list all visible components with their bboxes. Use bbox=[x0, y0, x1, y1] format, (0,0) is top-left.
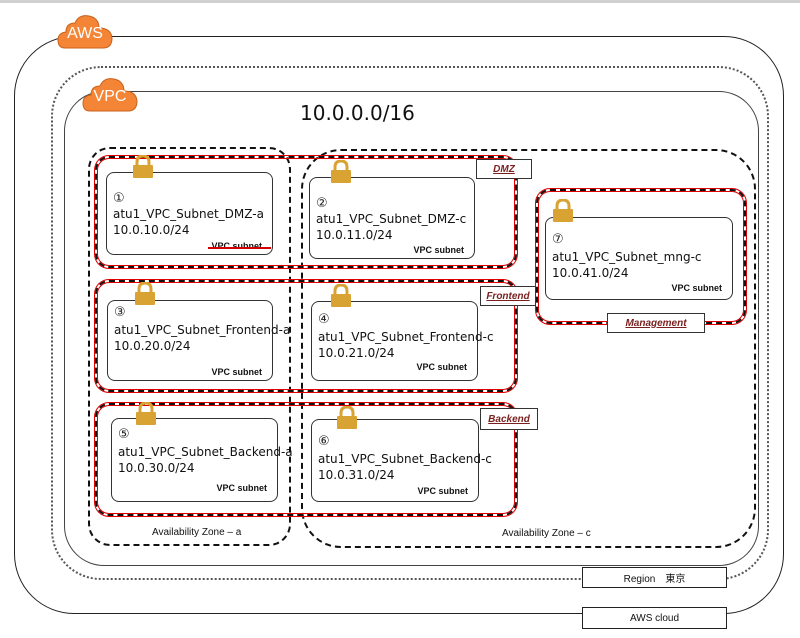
lock-icon bbox=[135, 282, 155, 305]
subnet-frontend-a[interactable]: ③ atu1_VPC_Subnet_Frontend-a 10.0.20.0/2… bbox=[107, 300, 290, 381]
lock-icon bbox=[337, 406, 357, 429]
aws-cloud-badge: AWS bbox=[57, 12, 113, 50]
subnet-backend-c[interactable]: ⑥ atu1_VPC_Subnet_Backend-c 10.0.31.0/24… bbox=[311, 419, 492, 502]
subnet-cidr: 10.0.10.0/24 bbox=[113, 223, 190, 237]
subnet-number: ① bbox=[113, 191, 125, 206]
cloud-icon bbox=[82, 78, 138, 112]
window-top-border bbox=[0, 0, 800, 3]
subnet-number: ② bbox=[316, 196, 328, 211]
tier-tag-dmz: DMZ bbox=[476, 159, 532, 179]
subnet-number: ⑥ bbox=[318, 434, 330, 449]
subnet-dmz-a[interactable]: ① atu1_VPC_Subnet_DMZ-a 10.0.10.0/24 VPC… bbox=[106, 172, 273, 255]
vpc-badge-label: VPC bbox=[93, 88, 127, 105]
vpc-boundary bbox=[64, 91, 759, 566]
subnet-mng-c[interactable]: ⑦ atu1_VPC_Subnet_mng-c 10.0.41.0/24 VPC… bbox=[545, 217, 733, 300]
tier-frontend bbox=[95, 280, 517, 392]
region-boundary bbox=[51, 66, 769, 580]
subnet-name: atu1_VPC_Subnet_Backend-a bbox=[118, 445, 293, 459]
az-c-label: Availability Zone – c bbox=[502, 528, 591, 539]
subnet-number: ⑦ bbox=[552, 232, 564, 247]
tier-tag-frontend: Frontend bbox=[480, 286, 536, 306]
subnet-cidr: 10.0.30.0/24 bbox=[118, 461, 195, 475]
subnet-backend-a[interactable]: ⑤ atu1_VPC_Subnet_Backend-a 10.0.30.0/24… bbox=[111, 418, 293, 502]
tier-backend bbox=[95, 403, 517, 516]
lock-icon bbox=[553, 199, 573, 222]
subnet-label: VPC subnet bbox=[216, 483, 267, 493]
tier-dmz bbox=[95, 156, 517, 268]
subnet-cidr: 10.0.31.0/24 bbox=[318, 468, 395, 482]
aws-cloud-legend: AWS cloud bbox=[582, 607, 727, 629]
subnet-number: ④ bbox=[318, 312, 330, 327]
subnet-label: VPC subnet bbox=[211, 241, 262, 251]
subnet-name: atu1_VPC_Subnet_mng-c bbox=[552, 250, 702, 264]
red-underline-annotation bbox=[208, 247, 271, 249]
subnet-label: VPC subnet bbox=[413, 245, 464, 255]
tier-tag-backend: Backend bbox=[480, 408, 538, 430]
availability-zone-a bbox=[88, 147, 291, 546]
subnet-label: VPC subnet bbox=[211, 367, 262, 377]
aws-cloud-boundary bbox=[14, 36, 784, 614]
lock-icon bbox=[136, 402, 156, 425]
lock-icon bbox=[331, 160, 351, 183]
subnet-number: ③ bbox=[114, 305, 126, 320]
tier-tag-management: Management bbox=[607, 313, 705, 333]
lock-icon bbox=[331, 284, 351, 307]
az-a-label: Availability Zone – a bbox=[152, 527, 242, 538]
subnet-number: ⑤ bbox=[118, 427, 130, 442]
cloud-icon bbox=[57, 15, 113, 49]
availability-zone-c bbox=[301, 149, 756, 548]
subnet-label: VPC subnet bbox=[671, 283, 722, 293]
subnet-name: atu1_VPC_Subnet_DMZ-c bbox=[316, 212, 467, 226]
lock-icon bbox=[133, 155, 153, 178]
subnet-name: atu1_VPC_Subnet_Frontend-a bbox=[114, 323, 291, 337]
subnet-cidr: 10.0.11.0/24 bbox=[316, 228, 393, 242]
subnet-name: atu1_VPC_Subnet_Backend-c bbox=[318, 452, 492, 466]
subnet-frontend-c[interactable]: ④ atu1_VPC_Subnet_Frontend-c 10.0.21.0/2… bbox=[311, 301, 494, 381]
subnet-cidr: 10.0.41.0/24 bbox=[552, 266, 629, 280]
subnet-dmz-c[interactable]: ② atu1_VPC_Subnet_DMZ-c 10.0.11.0/24 VPC… bbox=[309, 177, 475, 259]
subnet-cidr: 10.0.21.0/24 bbox=[318, 346, 395, 360]
subnet-name: atu1_VPC_Subnet_Frontend-c bbox=[318, 330, 494, 344]
vpc-badge: VPC bbox=[82, 75, 138, 113]
aws-badge-label: AWS bbox=[67, 25, 103, 42]
subnet-label: VPC subnet bbox=[417, 486, 468, 496]
vpc-cidr: 10.0.0.0/16 bbox=[300, 101, 415, 125]
subnet-name: atu1_VPC_Subnet_DMZ-a bbox=[113, 207, 264, 221]
region-legend: Region 東京 bbox=[582, 567, 727, 588]
subnet-cidr: 10.0.20.0/24 bbox=[114, 339, 191, 353]
subnet-label: VPC subnet bbox=[416, 362, 467, 372]
